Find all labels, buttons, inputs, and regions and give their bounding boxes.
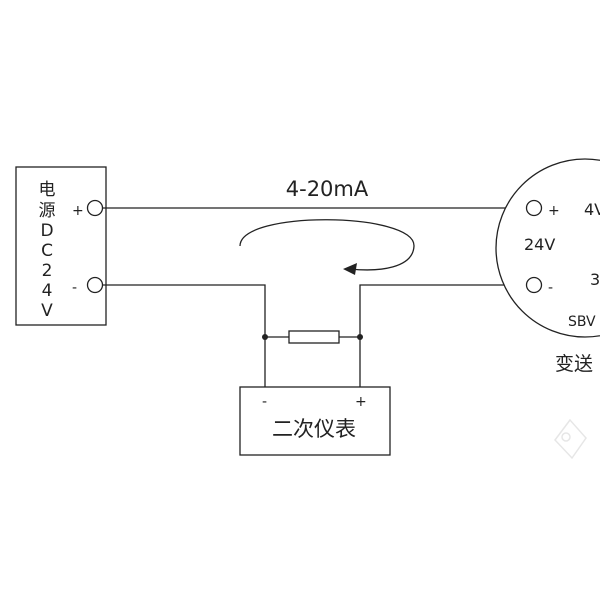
instrument-label: 二次仪表: [272, 417, 356, 441]
watermark-logo: [554, 418, 587, 460]
power-minus-terminal: [86, 276, 104, 294]
power-supply-label: 电 源 D C 2 4 V: [39, 180, 56, 321]
transmitter-body: [495, 158, 600, 338]
instrument-plus-sign: +: [355, 394, 367, 410]
transmitter-plus-terminal: [525, 199, 543, 217]
power-label-char-3: D: [40, 221, 53, 241]
transmitter-pin-bottom: 3: [590, 270, 600, 289]
power-plus-sign: +: [72, 203, 84, 219]
current-arrow-head: [343, 263, 357, 275]
power-label-char-2: 源: [39, 201, 56, 221]
power-label-char-6: 4: [42, 281, 53, 301]
current-loop-arrow: [239, 219, 415, 271]
secondary-instrument-box: [239, 386, 391, 456]
transmitter-voltage: 24V: [524, 235, 555, 254]
negative-wire-right: [359, 284, 526, 387]
power-supply-box: [15, 166, 107, 326]
transmitter-pin-top: 4V: [584, 200, 600, 219]
junction-dot-left: [262, 334, 268, 340]
transmitter-model: SBV: [568, 314, 596, 330]
transmitter-plus-sign: +: [548, 203, 560, 219]
power-minus-sign: -: [72, 280, 77, 296]
transmitter-minus-sign: -: [548, 280, 553, 296]
loop-current-label: 4-20mA: [286, 177, 369, 201]
power-label-char-5: 2: [42, 261, 53, 281]
negative-wire-left: [103, 284, 266, 387]
transmitter-caption: 变送: [555, 353, 593, 375]
power-plus-terminal: [86, 199, 104, 217]
power-label-char-7: V: [41, 301, 53, 321]
power-label-char-1: 电: [39, 180, 56, 200]
junction-dot-right: [357, 334, 363, 340]
shunt-resistor: [288, 330, 340, 344]
instrument-minus-sign: -: [262, 394, 267, 410]
transmitter-minus-terminal: [525, 276, 543, 294]
power-label-char-4: C: [41, 241, 53, 261]
